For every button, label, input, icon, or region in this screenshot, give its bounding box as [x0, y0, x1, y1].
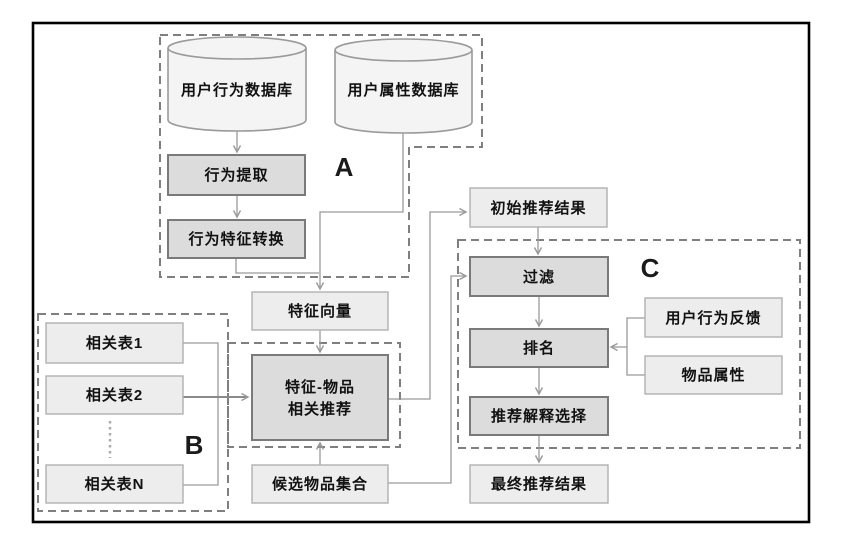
node-behavior-feature-conversion: 行为特征转换	[167, 219, 306, 259]
edge-conversion-to-featurevector	[235, 258, 319, 274]
region-a-label: A	[335, 152, 354, 182]
database-cylinder-icon	[167, 48, 307, 132]
region-c-label: C	[641, 253, 660, 283]
node-filter: 过滤	[469, 256, 609, 297]
rec-explanation-selection-label: 推荐解释选择	[491, 407, 587, 425]
node-item-attributes: 物品属性	[644, 355, 783, 395]
edge-tables-merge	[183, 342, 219, 486]
group-c-boundary	[457, 239, 801, 449]
node-initial-rec-result: 初始推荐结果	[469, 187, 608, 228]
database-cylinder-top-icon	[334, 38, 473, 62]
edge-candidates-to-filter	[388, 271, 468, 484]
group-a-boundary	[159, 34, 483, 278]
node-candidate-item-set: 候选物品集合	[251, 464, 389, 504]
related-table-2-label: 相关表2	[86, 386, 143, 404]
behavior-extraction-label: 行为提取	[203, 166, 268, 184]
user-behavior-db-label: 用户行为数据库	[181, 81, 293, 99]
related-table-1-label: 相关表1	[86, 334, 143, 352]
node-related-table-n: 相关表N	[45, 464, 184, 504]
node-user-attribute-db: 用户属性数据库	[334, 38, 473, 134]
node-rec-explanation-selection: 推荐解释选择	[469, 396, 609, 436]
region-b-label: B	[185, 430, 204, 460]
node-related-table-2: 相关表2	[45, 375, 184, 415]
node-final-rec-result: 最终推荐结果	[469, 464, 609, 504]
database-cylinder-icon	[334, 50, 473, 134]
database-cylinder-top-icon	[167, 36, 307, 60]
behavior-feature-conversion-label: 行为特征转换	[187, 230, 284, 248]
candidate-item-set-label: 候选物品集合	[272, 475, 368, 493]
final-rec-result-label: 最终推荐结果	[491, 475, 587, 493]
node-feature-item-recommender: 特征-物品 相关推荐	[251, 354, 389, 441]
feature-item-rec-label-line2: 相关推荐	[288, 400, 352, 418]
user-behavior-feedback-label: 用户行为反馈	[665, 309, 761, 327]
related-table-n-label: 相关表N	[85, 475, 145, 493]
ranking-label: 排名	[523, 339, 555, 357]
node-ranking: 排名	[469, 328, 609, 368]
node-behavior-extraction: 行为提取	[167, 154, 306, 196]
filter-label: 过滤	[523, 268, 555, 286]
item-attributes-label: 物品属性	[681, 366, 745, 384]
node-related-table-1: 相关表1	[45, 322, 184, 364]
edge-recommender-to-initial	[388, 207, 468, 400]
node-user-behavior-feedback: 用户行为反馈	[644, 297, 783, 338]
feature-vector-label: 特征向量	[288, 302, 352, 320]
node-user-behavior-db: 用户行为数据库	[167, 36, 307, 132]
node-feature-vector: 特征向量	[251, 291, 389, 331]
initial-rec-result-label: 初始推荐结果	[490, 199, 586, 217]
edge-attributedb-to-featurevector	[315, 133, 404, 291]
feature-item-rec-label-line1: 特征-物品	[285, 378, 355, 396]
recommender-boundary	[227, 342, 401, 448]
user-attribute-db-label: 用户属性数据库	[347, 81, 459, 99]
